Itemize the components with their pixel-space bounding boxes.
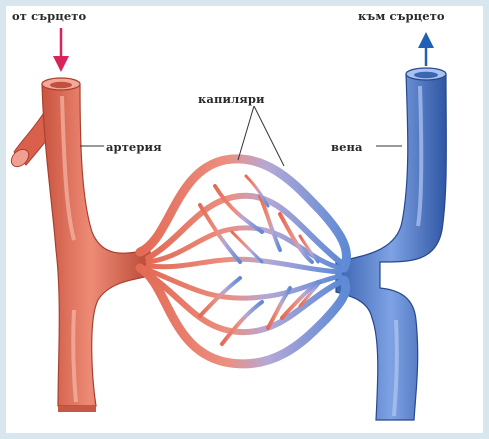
inflow-arrow <box>53 28 69 72</box>
from-heart-label: от сърцето <box>12 9 86 23</box>
to-heart-label: към сърцето <box>358 9 445 23</box>
vein-label: вена <box>331 140 363 154</box>
capillaries-label: капиляри <box>198 92 265 106</box>
capillary-bed <box>140 159 347 364</box>
capillary-leader-2 <box>254 106 284 166</box>
artery-label: артерия <box>106 140 162 154</box>
capillary-leader-1 <box>238 106 254 160</box>
artery <box>8 78 150 412</box>
outflow-arrow <box>418 32 434 66</box>
vein <box>336 68 446 420</box>
